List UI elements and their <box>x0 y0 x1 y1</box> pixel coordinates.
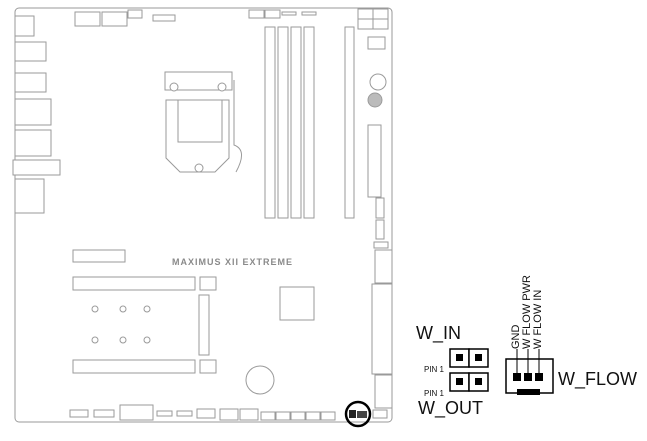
pin1-label-bottom: PIN 1 <box>424 389 445 398</box>
bottom-headers <box>69 404 388 421</box>
pin-label-w-flow-in: W FLOW IN <box>532 289 544 349</box>
water-header-highlight[interactable] <box>344 400 372 428</box>
m2-standoffs <box>91 305 151 344</box>
cpu-socket <box>164 71 242 173</box>
board-model-logo: MAXIMUS XII EXTREME <box>172 257 294 267</box>
w-out-header <box>449 372 489 392</box>
w-in-label: W_IN <box>416 323 461 343</box>
expansion-slots <box>72 249 217 374</box>
pin1-label-top: PIN 1 <box>424 365 445 374</box>
dimm-slots <box>264 26 355 219</box>
cmos-battery <box>245 365 275 395</box>
w-out-label: W_OUT <box>418 398 483 418</box>
w-flow-header <box>505 349 554 395</box>
chipset <box>279 286 315 321</box>
w-in-header <box>449 348 489 368</box>
w-flow-label: W_FLOW <box>558 369 637 389</box>
rear-io-ports <box>12 15 61 214</box>
right-side-connectors <box>367 73 393 409</box>
top-connectors <box>74 8 389 50</box>
